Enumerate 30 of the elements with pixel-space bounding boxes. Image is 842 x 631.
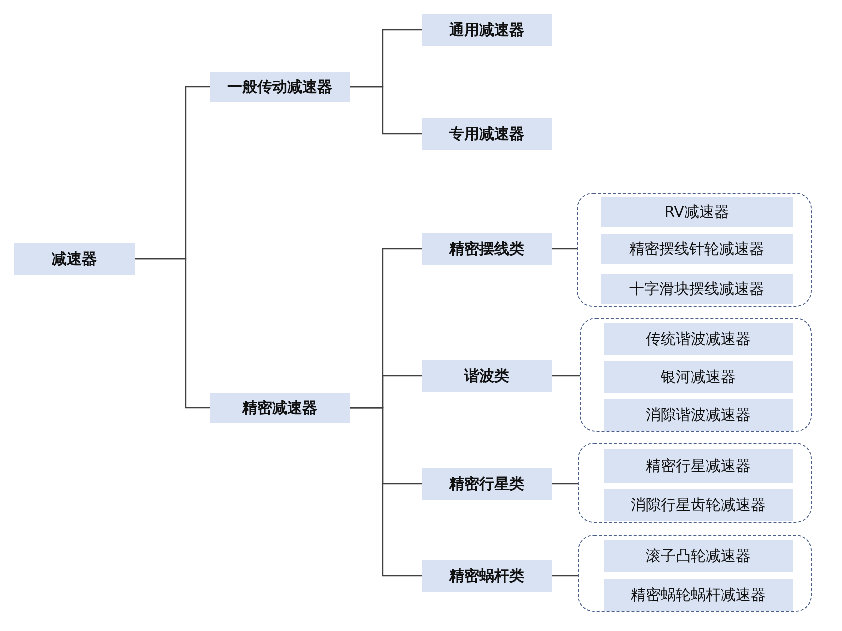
category-box: 精密蜗杆类 <box>422 560 552 592</box>
type-box: RV减速器 <box>601 197 793 227</box>
type-box: 十字滑块摆线减速器 <box>601 274 793 304</box>
type-box: 滚子凸轮减速器 <box>604 540 793 572</box>
category-box: 通用减速器 <box>422 14 552 46</box>
type-box: 精密摆线针轮减速器 <box>601 234 793 264</box>
type-box: 银河减速器 <box>604 361 793 393</box>
category-box: 精密减速器 <box>210 393 350 423</box>
category-box: 一般传动减速器 <box>210 72 350 102</box>
category-box: 减速器 <box>14 243 135 275</box>
type-box: 消隙行星齿轮减速器 <box>604 489 793 521</box>
type-box: 传统谐波减速器 <box>604 323 793 355</box>
connector-line <box>350 86 422 135</box>
connector-line <box>552 483 578 485</box>
type-box: 消隙谐波减速器 <box>604 399 793 431</box>
connector-line <box>552 375 580 377</box>
category-box: 谐波类 <box>422 360 552 392</box>
group-frame <box>580 318 812 432</box>
category-box: 精密摆线类 <box>422 233 552 265</box>
connector-line <box>552 575 578 577</box>
type-box: 精密行星减速器 <box>604 449 793 483</box>
type-box: 精密蜗轮蜗杆减速器 <box>604 579 793 611</box>
category-box: 专用减速器 <box>422 118 552 150</box>
category-box: 精密行星类 <box>422 468 552 500</box>
connector-line <box>350 407 422 577</box>
connector-line <box>552 248 577 250</box>
group-frame <box>578 535 812 612</box>
connector-line <box>135 258 210 409</box>
group-frame <box>578 443 812 523</box>
group-frame <box>577 193 812 307</box>
